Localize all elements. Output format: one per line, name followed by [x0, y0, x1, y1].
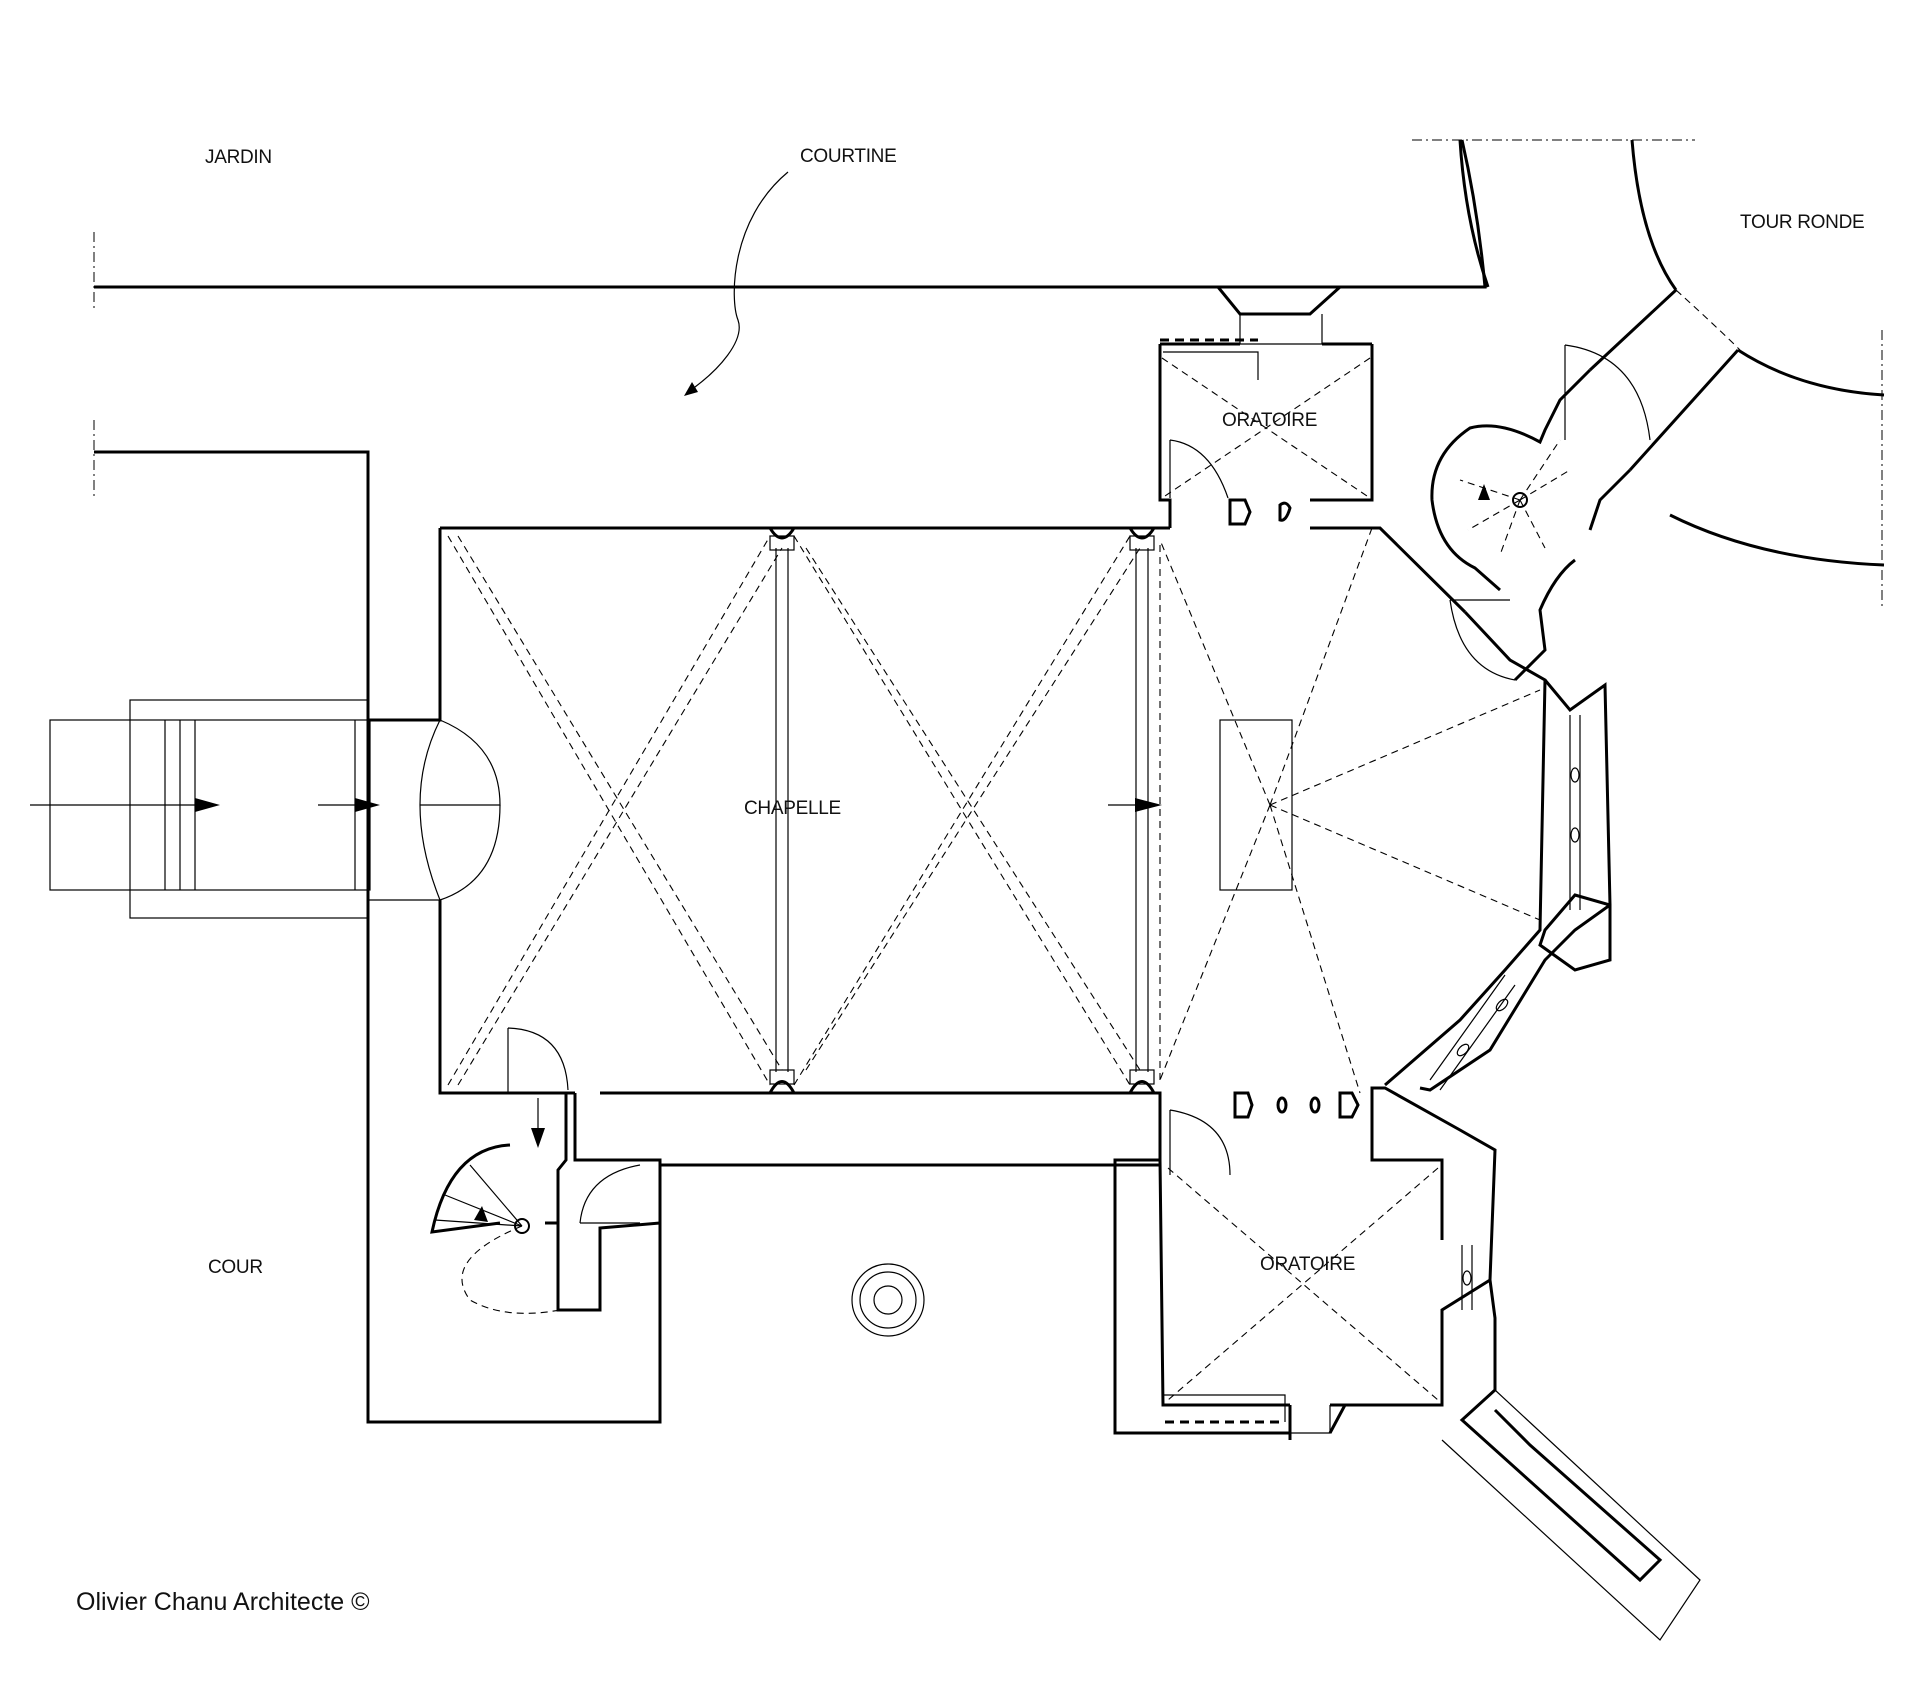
architect-credit: Olivier Chanu Architecte © — [76, 1588, 370, 1616]
oratoire-north — [1158, 338, 1374, 528]
oratoire-south — [1113, 1086, 1701, 1641]
courtine-wall — [94, 139, 1487, 1424]
label-courtine: COURTINE — [800, 146, 897, 167]
tour-ronde — [1458, 139, 1885, 567]
entrance-steps — [30, 699, 501, 919]
stair-tower-ne — [1430, 344, 1651, 682]
label-tour-ronde: TOUR RONDE — [1740, 212, 1865, 233]
axis-lines — [93, 139, 1883, 610]
label-chapelle: CHAPELLE — [744, 798, 841, 819]
chapelle-nave — [368, 526, 1612, 1167]
well — [851, 1263, 925, 1337]
label-oratoire-north: ORATOIRE — [1222, 410, 1318, 431]
stair-sw — [430, 1027, 662, 1314]
label-cour: COUR — [208, 1257, 263, 1278]
label-oratoire-south: ORATOIRE — [1260, 1254, 1356, 1275]
label-jardin: JARDIN — [205, 147, 272, 168]
courtine-arrow — [687, 171, 789, 393]
courtine-arrowhead — [684, 382, 698, 396]
